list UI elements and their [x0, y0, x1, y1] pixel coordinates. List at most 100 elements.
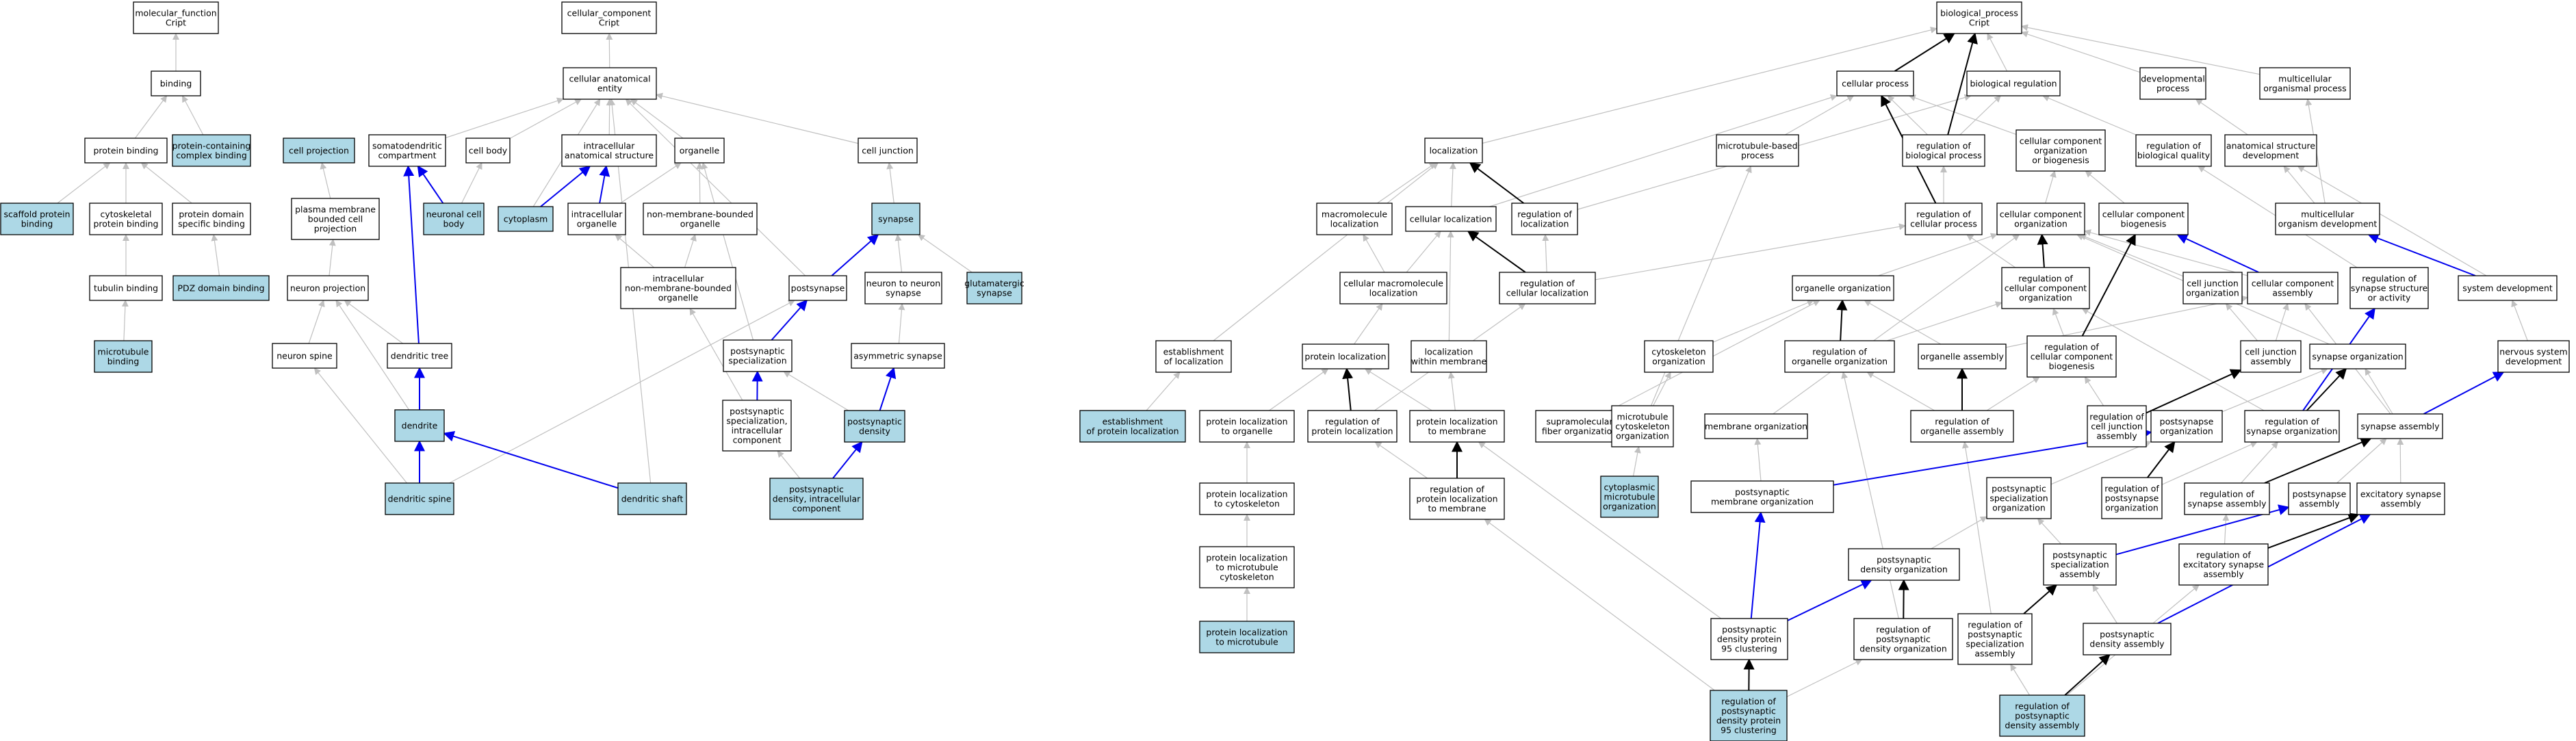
- term-node-asym[interactable]: asymmetric synapse: [851, 343, 945, 369]
- term-node-organelle[interactable]: organelle: [674, 138, 725, 164]
- term-node-icnmbo[interactable]: intracellularnon-membrane-boundedorganel…: [620, 267, 736, 309]
- term-node-memorg[interactable]: membrane organization: [1704, 413, 1808, 439]
- term-node-tubulin[interactable]: tubulin binding: [89, 275, 163, 301]
- term-node-loc[interactable]: localization: [1424, 138, 1483, 164]
- term-node-dspine[interactable]: dendritic spine: [385, 482, 454, 515]
- term-node-dshaft[interactable]: dendritic shaft: [617, 482, 687, 515]
- term-node-sysdev[interactable]: system development: [2458, 275, 2558, 301]
- term-node-cellproj[interactable]: cell projection: [283, 138, 355, 164]
- term-node-bioreg[interactable]: biological regulation: [1966, 70, 2061, 96]
- term-node-protbind[interactable]: protein binding: [84, 138, 168, 164]
- term-node-postsyn[interactable]: postsynapse: [788, 275, 847, 301]
- term-node-synorg[interactable]: synapse organization: [2309, 343, 2406, 369]
- term-node-dendrite[interactable]: dendrite: [394, 409, 445, 442]
- term-node-orgasm[interactable]: organelle assembly: [1918, 343, 2007, 369]
- term-node-protloc[interactable]: protein localization: [1302, 343, 1389, 369]
- term-node-cytoplasm[interactable]: cytoplasm: [498, 206, 554, 232]
- term-node-binding[interactable]: binding: [151, 70, 201, 96]
- term-node-cellproc[interactable]: cellular process: [1836, 70, 1914, 96]
- term-node-celljunc[interactable]: cell junction: [858, 138, 918, 164]
- term-node-cellloc[interactable]: cellular localization: [1405, 206, 1497, 232]
- term-node-spine[interactable]: neuron spine: [272, 343, 337, 369]
- term-node-pdz[interactable]: PDZ domain binding: [172, 275, 270, 301]
- term-node-orgorg[interactable]: organelle organization: [1792, 275, 1894, 301]
- term-node-regpssasm[interactable]: regulation ofpostsynapticspecializationa…: [1957, 613, 2033, 665]
- term-node-synasm[interactable]: synapse assembly: [2357, 413, 2443, 439]
- term-node-dtree[interactable]: dendritic tree: [387, 343, 452, 369]
- term-node-pssic[interactable]: postsynapticspecialization,intracellular…: [722, 400, 792, 452]
- term-node-cellbody[interactable]: cell body: [465, 138, 511, 164]
